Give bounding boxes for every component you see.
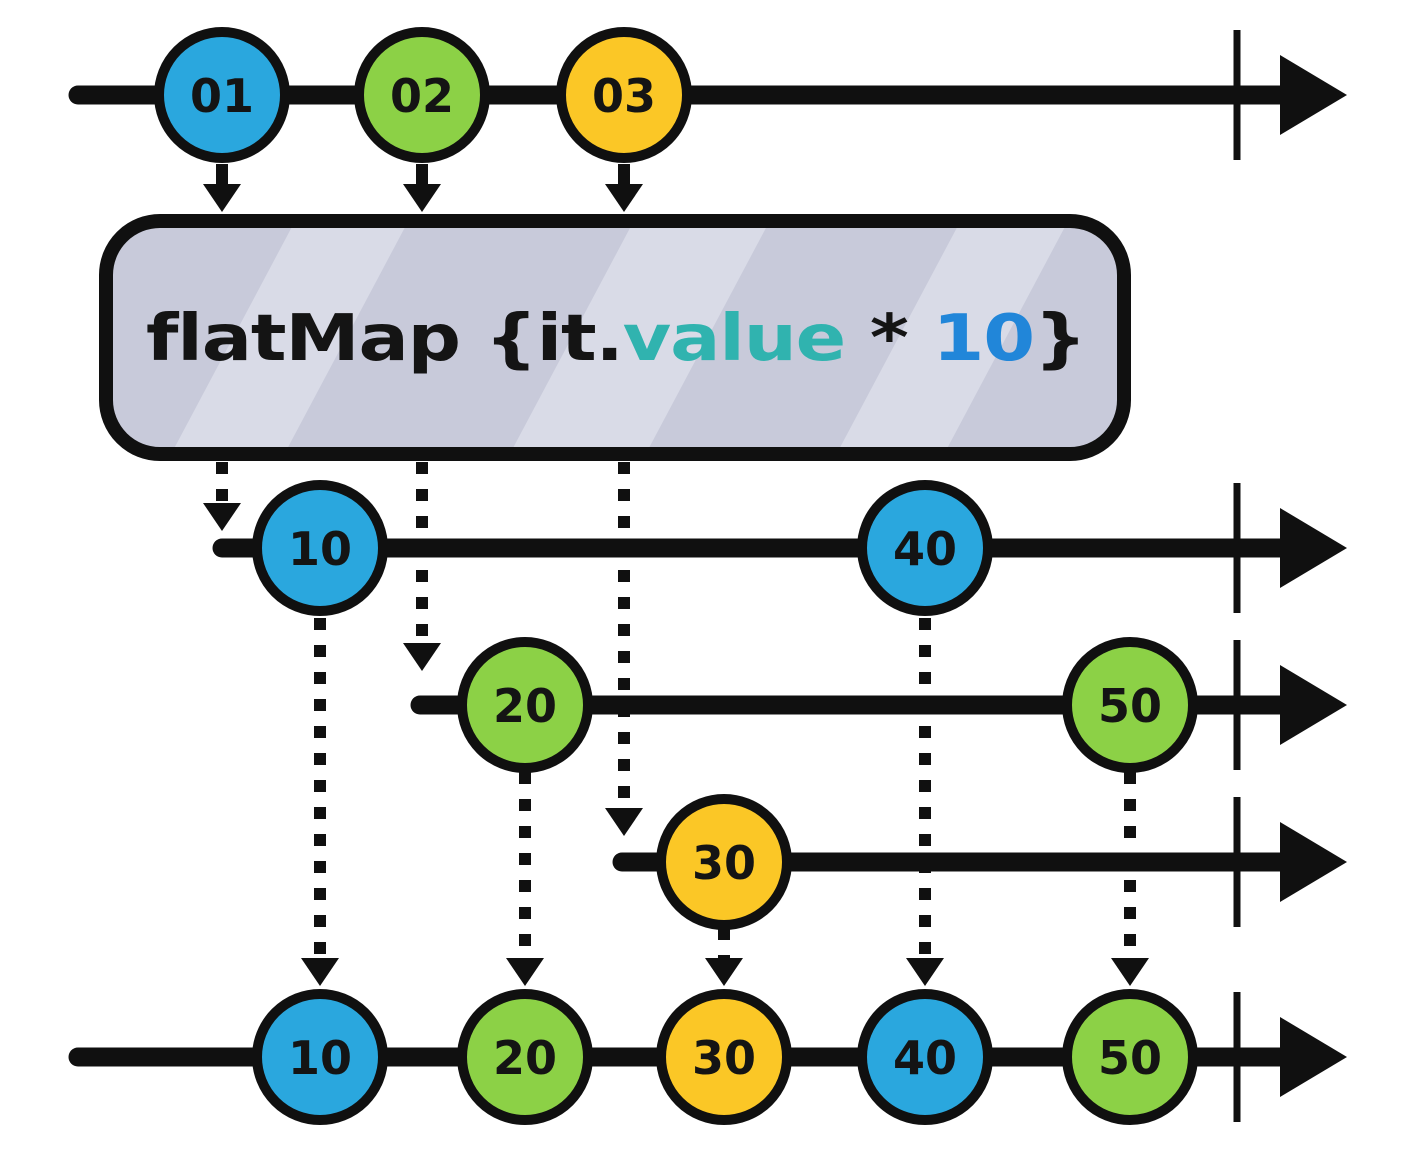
marble-label: 10	[288, 1031, 352, 1085]
marble-label: 30	[692, 836, 756, 890]
arrow-30-to-output	[705, 928, 743, 986]
arrow-20-to-output	[506, 772, 544, 986]
operator-expression-segment: flatMap {it.	[146, 302, 623, 376]
arrowhead-icon	[605, 808, 643, 836]
marble-40: 40	[857, 989, 993, 1125]
marble-label: 03	[592, 69, 656, 123]
operator-box-stripe	[796, 221, 1097, 454]
arrowhead-icon	[506, 958, 544, 986]
marble-circle	[656, 989, 792, 1125]
marble-circle	[457, 989, 593, 1125]
arrowhead-icon	[403, 643, 441, 671]
arrow-operator-to-inner1	[203, 462, 241, 531]
arrow-operator-to-inner2	[403, 462, 441, 671]
marble-20: 20	[457, 989, 593, 1125]
timeline-arrowhead-icon	[1280, 1017, 1347, 1097]
operator-box: flatMap {it.value * 10}	[99, 214, 1131, 461]
timeline-inner-3: 30	[612, 794, 1347, 930]
operator-box-stripe	[472, 221, 795, 454]
marble-circle	[154, 27, 290, 163]
operator-expression-segment: *	[845, 302, 932, 376]
operator-box-border	[99, 214, 1131, 461]
marble-circle	[656, 794, 792, 930]
marble-30: 30	[656, 989, 792, 1125]
arrowhead-icon	[605, 184, 643, 212]
operator-expression-segment: 10	[933, 302, 1034, 376]
marble-label: 40	[893, 522, 957, 576]
arrowhead-icon	[301, 958, 339, 986]
marble-label: 50	[1098, 679, 1162, 733]
marble-label: 30	[692, 1031, 756, 1085]
marble-label: 20	[493, 1031, 557, 1085]
arrow-10-to-output	[301, 618, 339, 986]
marble-50: 50	[1062, 637, 1198, 773]
timeline-arrowhead-icon	[1280, 508, 1347, 588]
arrowhead-icon	[906, 958, 944, 986]
timeline-arrowhead-icon	[1280, 55, 1347, 135]
operator-expression-segment: value	[623, 302, 845, 376]
marble-label: 20	[493, 679, 557, 733]
arrowhead-icon	[203, 184, 241, 212]
arrow-50-to-output	[1111, 772, 1149, 986]
marble-label: 40	[893, 1031, 957, 1085]
arrowhead-icon	[203, 503, 241, 531]
arrow-source-02-to-operator	[403, 164, 441, 212]
arrows-layer	[203, 164, 1149, 986]
marble-02: 02	[354, 27, 490, 163]
marble-03: 03	[556, 27, 692, 163]
operator-box-surface	[106, 221, 1124, 454]
marble-circle	[857, 989, 993, 1125]
operator-expression-segment: }	[1034, 302, 1086, 376]
timeline-arrowhead-icon	[1280, 822, 1347, 902]
marble-30: 30	[656, 794, 792, 930]
arrow-source-03-to-operator	[605, 164, 643, 212]
arrow-40-to-output	[906, 618, 944, 986]
timeline-source: 01 02 03	[68, 27, 1347, 163]
marble-circle	[556, 27, 692, 163]
marble-10: 10	[252, 989, 388, 1125]
marble-40: 40	[857, 480, 993, 616]
marble-50: 50	[1062, 989, 1198, 1125]
marble-circle	[252, 989, 388, 1125]
marble-label: 10	[288, 522, 352, 576]
operator-box-stripe	[131, 221, 437, 454]
timeline-arrowhead-icon	[1280, 665, 1347, 745]
marble-10: 10	[252, 480, 388, 616]
arrowhead-icon	[403, 184, 441, 212]
marble-20: 20	[457, 637, 593, 773]
marble-circle	[252, 480, 388, 616]
marble-circle	[354, 27, 490, 163]
marble-label: 01	[190, 69, 254, 123]
marble-circle	[1062, 637, 1198, 773]
arrow-operator-to-inner3	[605, 462, 643, 836]
arrowhead-icon	[1111, 958, 1149, 986]
marble-circle	[857, 480, 993, 616]
arrowhead-icon	[705, 958, 743, 986]
marble-label: 50	[1098, 1031, 1162, 1085]
timeline-inner-1: 10 40	[212, 480, 1347, 616]
marble-01: 01	[154, 27, 290, 163]
marble-circle	[1062, 989, 1198, 1125]
marble-circle	[457, 637, 593, 773]
marble-label: 02	[390, 69, 454, 123]
operator-expression: flatMap {it.value * 10}	[146, 302, 1086, 376]
timeline-output: 10 20 30 40 50	[68, 989, 1347, 1125]
arrow-source-01-to-operator	[203, 164, 241, 212]
